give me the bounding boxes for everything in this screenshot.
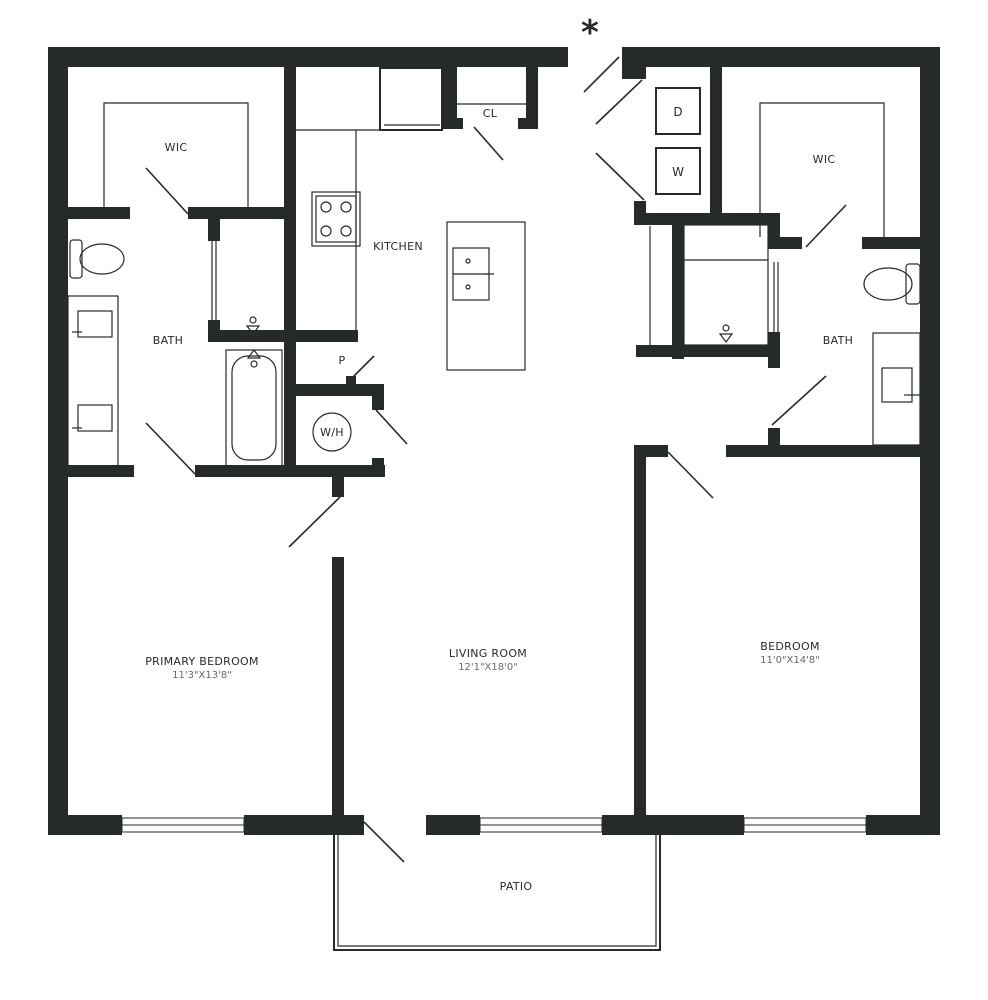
right-sink — [881, 367, 913, 403]
water-heater-label: W/H — [320, 426, 344, 439]
cooktop-icon — [311, 191, 361, 247]
doors — [145, 56, 847, 863]
right-toilet-icon — [863, 263, 921, 305]
left-toilet-icon — [69, 239, 125, 279]
patio-outline — [333, 835, 661, 951]
wic-left-label: WIC — [165, 141, 188, 154]
dryer-icon — [655, 87, 701, 135]
kitchen-island — [446, 221, 526, 371]
interior-walls — [68, 67, 920, 835]
drain-icon — [245, 316, 734, 368]
exterior-walls — [48, 47, 940, 835]
water-heater-icon — [312, 412, 352, 452]
refrigerator-icon — [379, 67, 443, 131]
primary-bedroom-size: 11'3"X13'8" — [172, 670, 232, 681]
windows — [121, 817, 867, 833]
pantry-label: P — [339, 354, 346, 367]
entry-marker: * — [581, 13, 599, 53]
patio-label: PATIO — [500, 880, 533, 893]
left-sink-upper — [77, 310, 113, 338]
bedroom-size: 11'0"X14'8" — [760, 655, 820, 666]
primary-bedroom-label: PRIMARY BEDROOM — [145, 655, 259, 668]
wic-right-label: WIC — [813, 153, 836, 166]
living-room-size: 12'1"X18'0" — [458, 662, 518, 673]
closet-label: CL — [483, 107, 498, 120]
bedroom-label: BEDROOM — [760, 640, 820, 653]
bath-right-label: BATH — [823, 334, 853, 347]
kitchen-label: KITCHEN — [373, 240, 423, 253]
living-room-label: LIVING ROOM — [449, 647, 527, 660]
left-sink-lower — [77, 404, 113, 432]
kitchen-sink-icon — [452, 247, 494, 301]
washer-label: W — [672, 165, 684, 179]
washer-icon — [655, 147, 701, 195]
room-labels: * WIC BATH KITCHEN CL P W/H D W WIC BATH… — [145, 13, 853, 893]
dryer-label: D — [673, 105, 682, 119]
bath-left-label: BATH — [153, 334, 183, 347]
fixtures — [67, 67, 921, 951]
